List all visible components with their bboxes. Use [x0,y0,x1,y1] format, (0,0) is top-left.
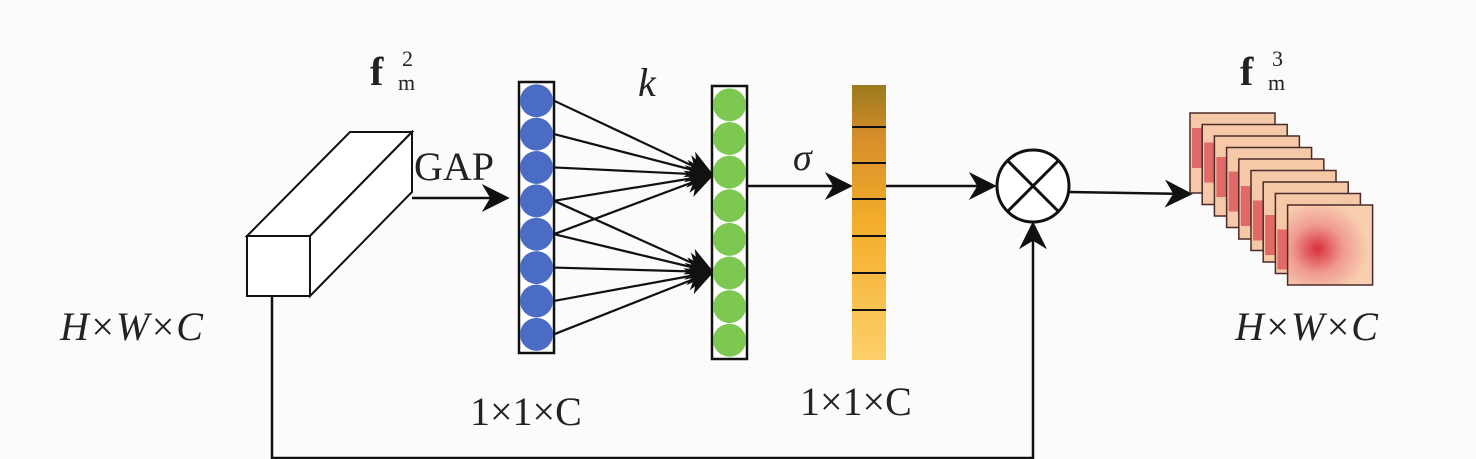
green-node [713,290,746,324]
connection-line [553,99,715,177]
output-feature-superscript: 3 [1272,46,1283,71]
sigma-label: σ [793,137,813,179]
input-feature-subscript: m [398,70,415,95]
blue-node [520,217,553,251]
input-feature-superscript: 2 [402,46,413,71]
connection-line [553,165,715,202]
output-feature-label: f [1240,49,1254,94]
output-dims-label: H×W×C [1234,304,1379,349]
weights-dims-label: 1×1×C [800,379,912,424]
blue-node [520,150,553,184]
input-dims-label: H×W×C [59,304,204,349]
channel-weights-bar [852,85,886,360]
connection-line [553,170,715,236]
input-feature-cuboid [244,129,415,299]
green-node [713,88,746,122]
blue-node [520,84,553,118]
gap-label: GAP [414,144,494,189]
pooled-dims-label: 1×1×C [470,389,582,434]
feature-map [1286,204,1374,286]
green-node [713,222,746,256]
green-node [713,121,746,155]
skip-connection-arrow [270,221,1047,459]
connection-line [553,268,715,336]
connection-line [553,257,715,286]
output-arrow [1068,179,1193,208]
green-node [713,323,746,357]
green-node [713,155,746,189]
green-node [713,189,746,223]
kernel-size-label: k [638,60,657,105]
blue-node [520,284,553,318]
connection-line [553,199,715,275]
connection-line [553,262,715,303]
output-feature-subscript: m [1268,70,1285,95]
blue-node [520,117,553,151]
blue-node [520,251,553,285]
blue-node [520,317,553,351]
conv1d-connections [553,99,715,336]
output-feature-maps [1189,112,1374,286]
conv-output-vector [710,84,749,361]
green-node [713,256,746,290]
connection-line [553,233,715,280]
multiply-icon [995,148,1071,224]
blue-node [520,184,553,218]
pooled-vector [517,80,556,355]
input-feature-label: f [370,49,384,94]
